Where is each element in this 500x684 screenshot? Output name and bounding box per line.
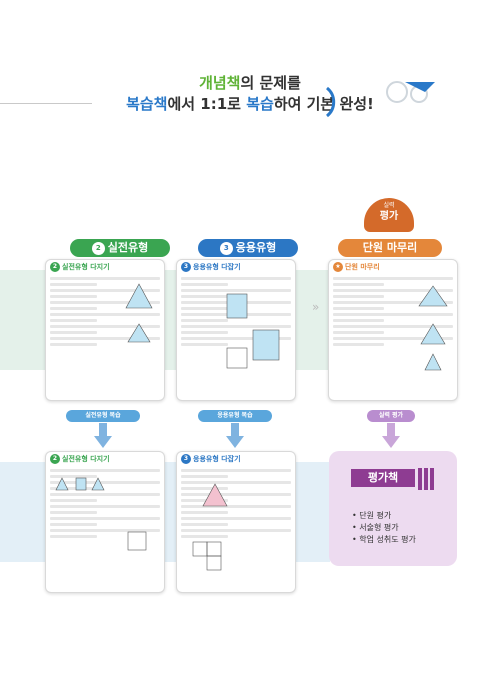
badge-big-text: 평가 [379, 211, 399, 222]
unit-card: ★단원 마무리 [328, 259, 458, 401]
assessment-list: • 단원 평가 • 서술형 평가 • 학업 성취도 평가 [352, 510, 416, 546]
headline-accent-concept: 개념책 [199, 74, 241, 92]
card-header: ★단원 마무리 [329, 260, 457, 274]
badge-small-text: 실력 [383, 202, 395, 209]
unit-label: 단원 마무리 [338, 239, 442, 257]
applied-label-text: 응용유형 [235, 241, 277, 254]
pyramid-icon [125, 283, 153, 343]
arrow-down-icon [99, 423, 107, 437]
assessment-item: • 서술형 평가 [352, 523, 399, 532]
assessment-item-text: 서술형 평가 [359, 523, 399, 532]
chevron-right-icon: » [312, 300, 320, 314]
assessment-item: • 학업 성취도 평가 [352, 535, 416, 544]
card-title: 실전유형 다지기 [62, 263, 110, 271]
arrow-down-icon [231, 423, 239, 437]
card-title: 실전유형 다지기 [62, 455, 110, 463]
headline-line2: 복습책에서 1:1로 복습하여 기본 완성! [0, 93, 500, 114]
assessment-item: • 단원 평가 [352, 511, 392, 520]
step-badge: 3 [219, 241, 233, 255]
book-stack-icon [418, 468, 434, 490]
card-title: 응용유형 다잡기 [193, 263, 241, 271]
solid-figure-icon [418, 285, 448, 371]
assessment-item-text: 학업 성취도 평가 [359, 535, 416, 544]
headline-accent-review2: 복습 [246, 95, 274, 113]
arrow-down-icon [94, 436, 112, 448]
real-skill-badge: 실력 평가 [364, 198, 414, 232]
net-diagram-icon [192, 483, 228, 571]
headline-line1: 개념책의 문제를 [0, 72, 500, 93]
headline-text: 하여 기본 완성! [273, 95, 374, 113]
arrow-down-icon [382, 436, 400, 448]
practice-arrow-label: 실전유형 복습 [66, 410, 140, 422]
prism-icon [226, 293, 280, 369]
assessment-item-text: 단원 평가 [359, 511, 392, 520]
card-title: 단원 마무리 [345, 263, 380, 271]
headline-accent-review: 복습책 [126, 95, 168, 113]
cube-icon [55, 477, 147, 551]
card-title: 응용유형 다잡기 [193, 455, 241, 463]
headline-decoration-icon [325, 81, 435, 118]
practice-label-text: 실전유형 [107, 241, 149, 254]
headline-rule [0, 103, 92, 104]
arrow-down-icon [387, 423, 395, 437]
headline-text: 의 문제를 [240, 74, 301, 92]
step-badge: 2 [91, 241, 105, 255]
assessment-title: 평가책 [351, 469, 415, 487]
applied-arrow-label: 응용유형 복습 [198, 410, 272, 422]
unit-arrow-label: 실력 평가 [367, 410, 415, 422]
arrow-down-icon [226, 436, 244, 448]
headline-text: 에서 1:1로 [167, 95, 247, 113]
